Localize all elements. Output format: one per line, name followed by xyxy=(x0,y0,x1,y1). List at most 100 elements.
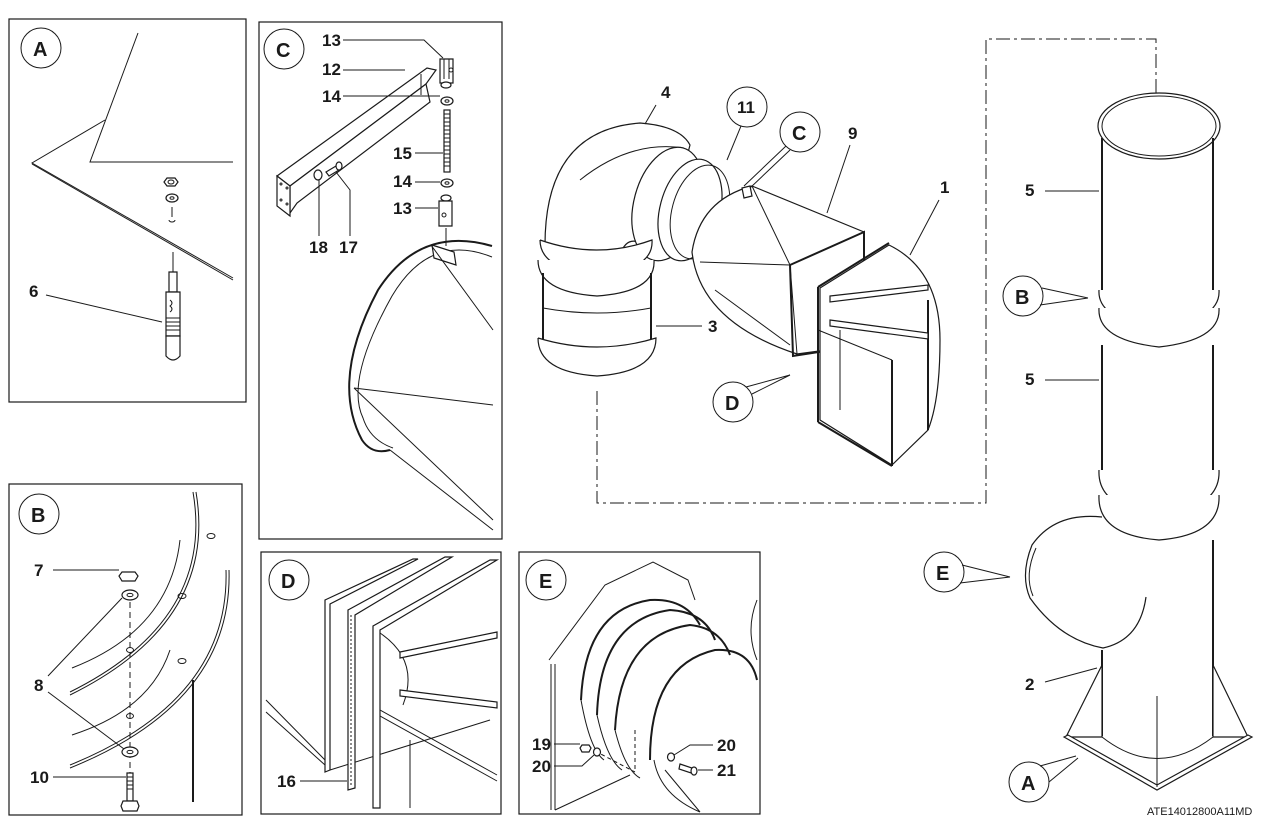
panel-e-frame xyxy=(518,551,761,815)
nut-19-icon xyxy=(579,744,592,753)
leader-2 xyxy=(1044,667,1098,683)
flange-lower-outer-2 xyxy=(69,569,230,769)
transition-flange-inner xyxy=(357,249,493,449)
base-gusset-left xyxy=(1065,664,1103,738)
transition-lug xyxy=(741,185,753,199)
panel-e-title: E xyxy=(539,571,552,593)
callout-16: 16 xyxy=(277,772,296,791)
leader-ref-e xyxy=(959,564,1011,584)
detail-panel-c: C xyxy=(258,21,503,540)
ref-b-badge xyxy=(1002,275,1044,317)
ref-c: C xyxy=(792,123,806,145)
clevis-top-icon xyxy=(439,58,454,89)
washer-icon xyxy=(313,169,323,181)
callout-20-right: 20 xyxy=(717,736,736,755)
callout-17: 17 xyxy=(339,238,358,257)
pipe-3-seam xyxy=(542,307,652,314)
detail-panel-b: B 7 8 xyxy=(8,483,243,816)
leader-11 xyxy=(726,125,742,161)
leader-9 xyxy=(826,144,851,214)
bolt-hole xyxy=(177,658,187,664)
callout-13-bottom: 13 xyxy=(393,199,412,218)
clevis-bottom-icon xyxy=(438,194,453,246)
transition-edges xyxy=(353,244,494,531)
ref-e: E xyxy=(936,563,949,585)
washer-icon xyxy=(165,193,179,203)
nut-icon xyxy=(440,96,454,106)
duct-flange-2 xyxy=(372,559,500,809)
callout-19: 19 xyxy=(532,735,551,754)
leader-8b xyxy=(47,691,125,750)
inlet-box-edges xyxy=(817,329,893,410)
callout-4: 4 xyxy=(661,83,671,102)
bracket-lug xyxy=(431,244,457,266)
ref-e-badge xyxy=(923,551,965,593)
panel-a-badge xyxy=(20,27,62,69)
base-plate-edge xyxy=(89,32,233,163)
panel-b-title: B xyxy=(31,505,45,527)
ring-1 xyxy=(580,598,701,701)
vane-upper xyxy=(399,631,498,659)
ring-2 xyxy=(596,608,716,716)
panel-d-title: D xyxy=(281,571,295,593)
callout-13-top: 13 xyxy=(322,31,341,50)
ring-1-lower xyxy=(580,699,605,761)
ring-3 xyxy=(614,623,731,731)
leader-ref-b xyxy=(1039,287,1089,306)
panel-a-frame xyxy=(8,18,247,403)
callout-6: 6 xyxy=(29,282,38,301)
fan-housing-edge xyxy=(548,561,696,810)
callout-10: 10 xyxy=(30,768,49,787)
support-arm-icon xyxy=(275,67,438,218)
nut-icon xyxy=(440,178,454,188)
washer-20-icon xyxy=(592,747,602,757)
ref-d-badge xyxy=(712,381,754,423)
duct-flange xyxy=(649,648,758,761)
vertical-stack xyxy=(1024,92,1254,791)
duct-body xyxy=(653,759,701,813)
bolt-hole xyxy=(206,533,216,539)
callout-5-lower: 5 xyxy=(1025,370,1034,389)
panel-c-frame xyxy=(258,21,503,540)
hex-nut-icon xyxy=(118,571,139,582)
detail-panel-a: A 6 xyxy=(8,18,247,403)
fan-inlet-edge xyxy=(750,599,758,661)
duct-side-edges xyxy=(265,699,326,766)
callout-12: 12 xyxy=(322,60,341,79)
leader-20-right xyxy=(673,744,713,756)
stack-top-flange xyxy=(1097,92,1221,160)
panel-b-frame xyxy=(8,483,243,816)
leader-1 xyxy=(909,199,940,256)
inlet-box-frame xyxy=(817,242,929,467)
callout-2: 2 xyxy=(1025,675,1034,694)
callout-11: 11 xyxy=(737,98,755,117)
leader-ref-a xyxy=(1039,755,1079,783)
elbow-seam xyxy=(579,146,685,181)
detail-panel-e: E 19 20 20 21 xyxy=(518,551,761,815)
bolt-hole xyxy=(177,593,187,599)
flange-lower-inner xyxy=(71,649,171,736)
main-assembly: 4 11 C 9 1 3 D 5 B 5 E 2 A ATE14012800A1 xyxy=(537,38,1254,818)
panel-c-title: C xyxy=(276,40,290,62)
tee-branch-e xyxy=(1024,515,1147,649)
panel-d-badge xyxy=(268,559,310,601)
panel-b-badge xyxy=(18,493,60,535)
panel-a-title: A xyxy=(33,39,47,61)
callout-14-bottom: 14 xyxy=(393,172,412,191)
callout-8: 8 xyxy=(34,676,43,695)
detail-panel-d: D 16 xyxy=(260,551,502,815)
duct-lower-edges xyxy=(379,709,498,808)
leader-20-left xyxy=(554,754,595,767)
ref-a: A xyxy=(1021,773,1035,795)
leader-4 xyxy=(644,104,657,125)
ref-b: B xyxy=(1015,287,1029,309)
leader-13-top xyxy=(343,39,444,59)
callout-18: 18 xyxy=(309,238,328,257)
leader-17 xyxy=(335,171,351,236)
base-gusset-right xyxy=(1212,664,1249,738)
callout-15: 15 xyxy=(393,144,412,163)
bolt-axis xyxy=(594,730,636,773)
duct-flange-1 xyxy=(324,558,419,773)
panel-c-badge xyxy=(263,28,305,70)
leader-ref-d xyxy=(745,374,791,395)
